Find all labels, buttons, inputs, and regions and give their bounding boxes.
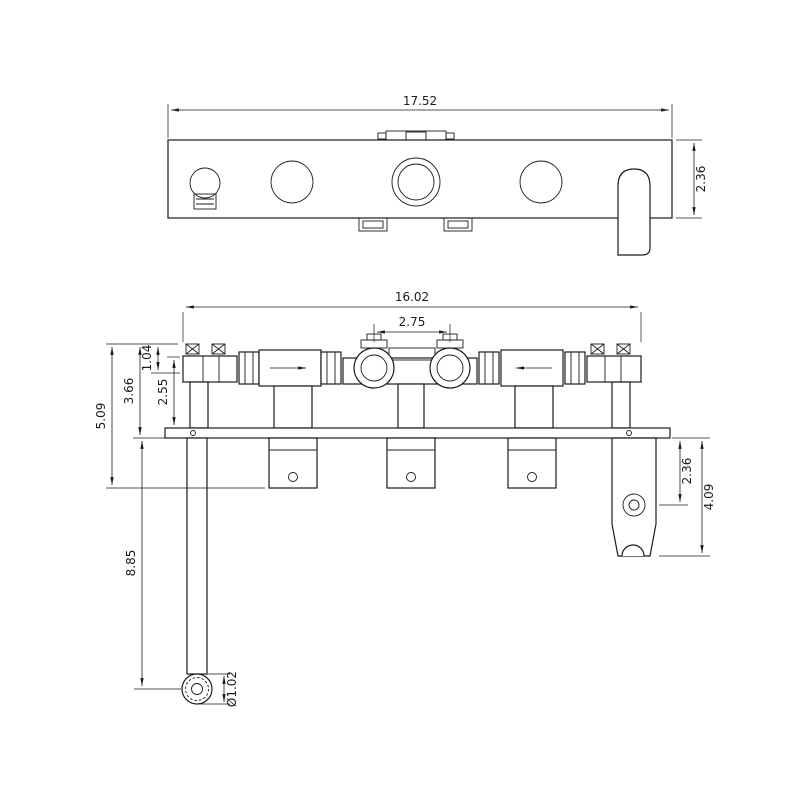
- dim-label-4-09: 4.09: [702, 484, 716, 511]
- dim-top-overall-width: 17.52: [167, 94, 673, 138]
- bracket-notch: [621, 544, 645, 557]
- dim-label-1-04: 1.04: [140, 345, 154, 372]
- dim-top-depth: 2.36: [676, 139, 708, 219]
- left-supply-fitting: [182, 343, 238, 429]
- mounting-plate: [164, 427, 671, 439]
- spout-drop-tube: [181, 437, 213, 705]
- dim-valve-body-to-plate: 2.55: [156, 360, 176, 425]
- top-view-ports: [358, 217, 473, 232]
- top-view-body: [167, 139, 673, 219]
- thermostatic-manifold: [342, 333, 478, 429]
- dim-spout-diameter: Ø1.02: [199, 671, 239, 707]
- outlet-fitting-1: [268, 437, 318, 489]
- valve-assembly: [182, 333, 642, 429]
- dim-label-2-36-front: 2.36: [680, 458, 694, 485]
- outlet-fitting-3: [507, 437, 557, 489]
- outlet-fitting-2: [386, 437, 436, 489]
- plate-screw-right: [626, 430, 632, 436]
- union-nut-2: [320, 351, 342, 385]
- dim-valve-spacing: 2.75: [373, 315, 451, 342]
- top-view-hole-left: [270, 160, 314, 204]
- plate-screw-left: [190, 430, 196, 436]
- union-nut-3: [478, 351, 500, 385]
- dim-label-16-02: 16.02: [395, 290, 429, 304]
- dim-label-5-09: 5.09: [94, 403, 108, 430]
- dim-label-dia-1-02: Ø1.02: [225, 671, 239, 707]
- dim-front-overall-width: 16.02: [182, 290, 642, 342]
- dim-top-to-plate-bottom: 3.66: [122, 347, 142, 435]
- spout-outlet: [181, 673, 213, 705]
- below-plate-outlets: [181, 437, 657, 705]
- dim-label-3-66: 3.66: [122, 378, 136, 405]
- dim-plate-to-bracket-bottom: 4.09: [700, 441, 716, 553]
- dim-label-8-85: 8.85: [124, 550, 138, 577]
- right-supply-fitting: [586, 343, 642, 429]
- dims-left: 1.04 2.55 3.66 5.09 8.85: [94, 343, 265, 690]
- union-nut-4: [564, 351, 586, 385]
- handshower-bracket: [611, 437, 657, 557]
- dim-label-2-75: 2.75: [399, 315, 426, 329]
- bracket-hole: [622, 493, 646, 517]
- left-valve-body: [258, 349, 322, 429]
- top-view-mounting-bracket: [377, 130, 455, 141]
- top-view: 17.52: [167, 94, 708, 256]
- thermo-cartridge-1: [353, 347, 395, 389]
- dim-label-17-52: 17.52: [403, 94, 437, 108]
- top-view-left-handle: [189, 167, 221, 210]
- dims-right: 2.36 4.09: [659, 437, 716, 557]
- dim-plate-to-bracket-hole: 2.36: [678, 441, 694, 502]
- top-view-hole-center: [391, 157, 441, 207]
- dim-label-2-36-top: 2.36: [694, 166, 708, 193]
- dim-top-to-outlet-bottom: 5.09: [94, 347, 114, 485]
- thermo-cartridge-2: [429, 347, 471, 389]
- dim-label-2-55: 2.55: [156, 379, 170, 406]
- right-valve-body: [500, 349, 564, 429]
- top-view-spout: [617, 168, 651, 256]
- dim-top-to-valve-center: 1.04: [140, 345, 160, 372]
- front-view: 16.02 2.75: [94, 290, 716, 707]
- top-view-hole-right: [519, 160, 563, 204]
- union-nut-1: [238, 351, 260, 385]
- dim-plate-to-spout-outlet: 8.85: [124, 441, 144, 686]
